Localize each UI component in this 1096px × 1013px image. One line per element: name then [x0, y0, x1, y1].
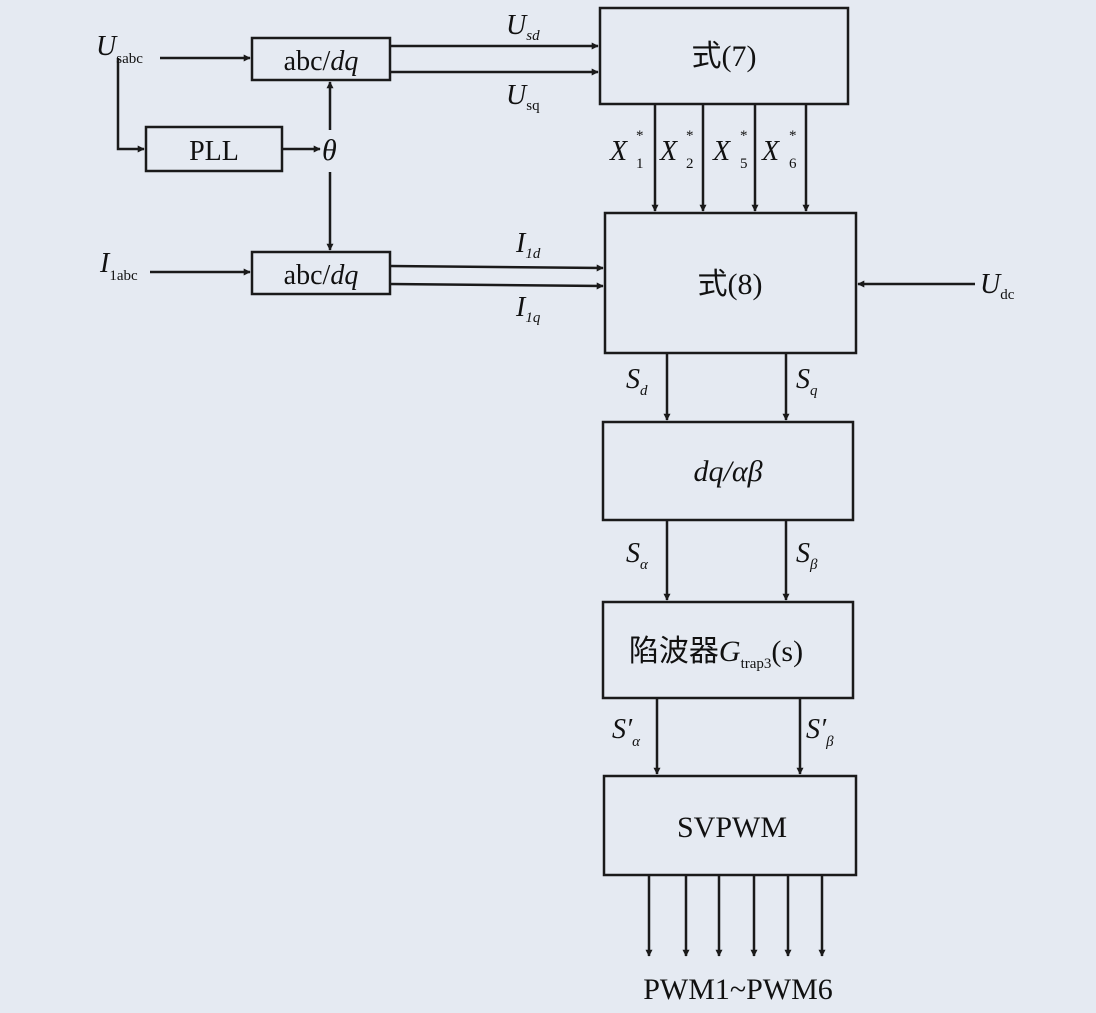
- notch-filter-block: 陷波器Gtrap3(s): [601, 600, 855, 700]
- svg-text:X: X: [712, 136, 731, 167]
- label-i1q: I1q: [515, 292, 541, 326]
- svg-text:5: 5: [740, 156, 748, 172]
- label-sd: Sd: [626, 364, 648, 399]
- label-salpha: Sα: [626, 538, 649, 573]
- label-usabc: Usabc: [96, 31, 143, 67]
- label-salpha-prime: S′α: [612, 714, 641, 750]
- pwm-output-wires: [645, 875, 826, 957]
- label-x2: X * 2: [659, 128, 694, 172]
- svg-text:6: 6: [789, 156, 797, 172]
- label-usq: Usq: [506, 80, 540, 114]
- label-sq: Sq: [796, 364, 818, 399]
- svg-text:X: X: [761, 136, 780, 167]
- label-sbeta: Sβ: [796, 538, 818, 573]
- svg-text:*: *: [686, 128, 694, 144]
- label-x5: X * 5: [712, 128, 748, 172]
- abc-dq-block-top: abc/dq: [250, 36, 392, 82]
- svg-text:abc/dq: abc/dq: [284, 260, 359, 291]
- equation-7-block: 式(7): [598, 6, 850, 106]
- equation-8-block: 式(8): [603, 211, 858, 355]
- label-x1: X * 1: [609, 128, 644, 172]
- svg-text:X: X: [609, 136, 628, 167]
- svg-text:2: 2: [686, 156, 694, 172]
- label-sbeta-prime: S′β: [806, 714, 834, 750]
- dq-alphabeta-block: dq/αβ: [601, 420, 855, 522]
- svg-text:X: X: [659, 136, 678, 167]
- abc-dq-block-bottom: abc/dq: [250, 250, 392, 296]
- label-udc: Udc: [980, 269, 1015, 303]
- svg-text:*: *: [740, 128, 748, 144]
- label-i1abc: I1abc: [99, 248, 138, 284]
- svg-text:SVPWM: SVPWM: [677, 811, 787, 844]
- label-i1d: I1d: [515, 228, 541, 262]
- wire-i1q-to-eq8: [389, 282, 604, 290]
- svg-text:dq/αβ: dq/αβ: [693, 455, 762, 488]
- wire-i1d-to-eq8: [389, 264, 604, 272]
- label-theta: θ: [322, 134, 337, 167]
- svg-text:*: *: [789, 128, 797, 144]
- svpwm-block: SVPWM: [602, 774, 858, 877]
- pll-block: PLL: [144, 125, 284, 173]
- label-x6: X * 6: [761, 128, 797, 172]
- svg-text:*: *: [636, 128, 644, 144]
- svg-text:abc/dq: abc/dq: [284, 46, 359, 77]
- label-pwm-outputs: PWM1~PWM6: [643, 973, 833, 1006]
- svg-text:陷波器Gtrap3(s): 陷波器Gtrap3(s): [629, 635, 803, 672]
- svg-text:式(7): 式(7): [692, 40, 757, 73]
- svg-text:PLL: PLL: [189, 136, 239, 167]
- svg-text:式(8): 式(8): [698, 268, 763, 301]
- svg-text:1: 1: [636, 156, 644, 172]
- label-usd: Usd: [506, 10, 540, 44]
- wire-usabc-to-pll: [116, 58, 145, 153]
